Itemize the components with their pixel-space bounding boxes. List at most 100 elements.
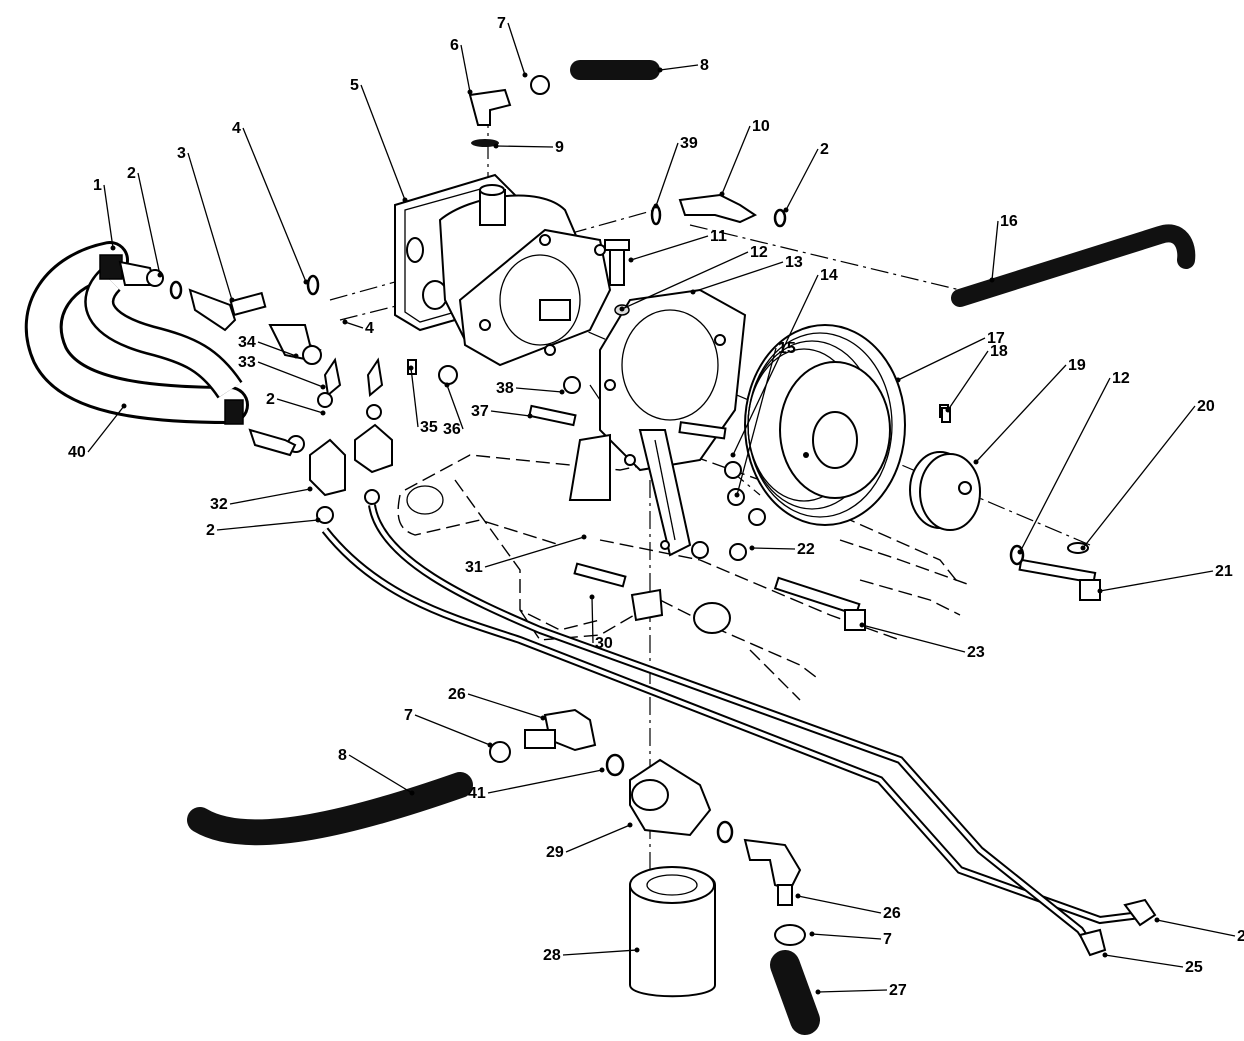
leader-line: [467, 693, 544, 719]
callout-7: 7: [809, 931, 892, 948]
callout-label: 2: [820, 141, 829, 158]
callout-label: 29: [546, 844, 564, 861]
callout-label: 36: [443, 421, 461, 438]
callout-29: 29: [546, 822, 633, 861]
callout-label: 10: [752, 118, 770, 135]
callout-34: 34: [238, 334, 299, 359]
leader-line: [276, 398, 324, 414]
leader-dot: [444, 382, 450, 388]
callout-16: 16: [989, 213, 1018, 283]
leader-line: [797, 895, 882, 914]
callout-label: 2: [127, 165, 136, 182]
callout-1: 1: [93, 177, 116, 251]
callout-label: 9: [555, 139, 564, 156]
callout-label: 32: [210, 496, 228, 513]
leader-line: [630, 235, 709, 261]
tubes: [321, 504, 1157, 957]
callout-label: 34: [238, 334, 256, 351]
callout-label: 2: [206, 522, 215, 539]
leader-dot: [229, 297, 235, 303]
callout-28: 28: [543, 947, 640, 964]
leader-dot: [1080, 545, 1086, 551]
leader-line: [785, 148, 819, 211]
leader-line: [1019, 377, 1111, 553]
callout-24: 24: [1154, 917, 1244, 945]
leader-dot: [730, 452, 736, 458]
callout-label: 12: [750, 244, 768, 261]
leader-line: [187, 152, 233, 301]
callout-label: 8: [700, 57, 709, 74]
callout-38: 38: [496, 380, 565, 397]
leader-dot: [110, 245, 116, 251]
callout-label: 39: [680, 135, 698, 152]
leader-dot: [859, 622, 865, 628]
leader-line: [655, 142, 679, 207]
leader-line: [484, 536, 585, 568]
callout-30: 30: [589, 594, 613, 652]
leader-dot: [895, 377, 901, 383]
leader-dot: [293, 353, 299, 359]
callout-label: 38: [496, 380, 514, 397]
callout-20: 20: [1080, 398, 1215, 551]
leader-dot: [157, 272, 163, 278]
leader-dot: [559, 389, 565, 395]
callout-label: 18: [990, 343, 1008, 360]
callout-label: 41: [468, 785, 486, 802]
leader-line: [87, 405, 125, 453]
fittings-cluster: [248, 324, 393, 524]
callout-label: 11: [710, 228, 727, 245]
callout-27: 27: [815, 982, 907, 999]
leader-line: [861, 624, 966, 653]
leader-dot: [581, 534, 587, 540]
leader-line: [732, 274, 819, 456]
callout-12: 12: [619, 244, 768, 312]
leader-line: [507, 22, 526, 76]
callout-label: 30: [595, 635, 613, 652]
callout-label: 20: [1197, 398, 1215, 415]
leader-dot: [540, 715, 546, 721]
leader-dot: [409, 790, 415, 796]
return-hose-40: [24, 241, 249, 425]
leader-line: [446, 384, 464, 430]
callout-5: 5: [350, 77, 408, 203]
callout-15: 15: [734, 340, 796, 498]
leader-dot: [795, 893, 801, 899]
leader-dot: [749, 545, 755, 551]
leader-dot: [467, 89, 473, 95]
leader-line: [736, 347, 777, 496]
leader-line: [344, 321, 364, 329]
callout-35: 35: [408, 365, 438, 436]
callout-label: 7: [497, 15, 506, 32]
leader-line: [991, 220, 999, 281]
hub-19: [909, 404, 981, 531]
callout-7: 7: [497, 15, 528, 78]
engine-outline-dashed: [397, 454, 971, 701]
callout-31: 31: [465, 534, 587, 576]
leader-line: [897, 337, 986, 381]
callout-14: 14: [730, 267, 838, 458]
leader-dot: [1097, 588, 1103, 594]
callout-label: 33: [238, 354, 256, 371]
callout-2: 2: [127, 165, 163, 278]
leader-dot: [1017, 549, 1023, 555]
leader-dot: [487, 742, 493, 748]
callout-11: 11: [628, 228, 727, 263]
leader-dot: [589, 594, 595, 600]
callout-label: 16: [1000, 213, 1018, 230]
leader-line: [1156, 919, 1236, 937]
callout-label: 22: [797, 541, 815, 558]
callout-label: 35: [420, 419, 438, 436]
callout-18: 18: [945, 343, 1008, 413]
leader-dot: [522, 72, 528, 78]
callout-label: 7: [883, 931, 892, 948]
leader-dot: [1154, 917, 1160, 923]
leader-dot: [690, 289, 696, 295]
leader-dot: [1102, 952, 1108, 958]
leader-dot: [402, 197, 408, 203]
leader-dot: [315, 517, 321, 523]
callout-8: 8: [338, 747, 415, 796]
callout-39: 39: [653, 135, 698, 209]
callout-label: 25: [1185, 959, 1203, 976]
